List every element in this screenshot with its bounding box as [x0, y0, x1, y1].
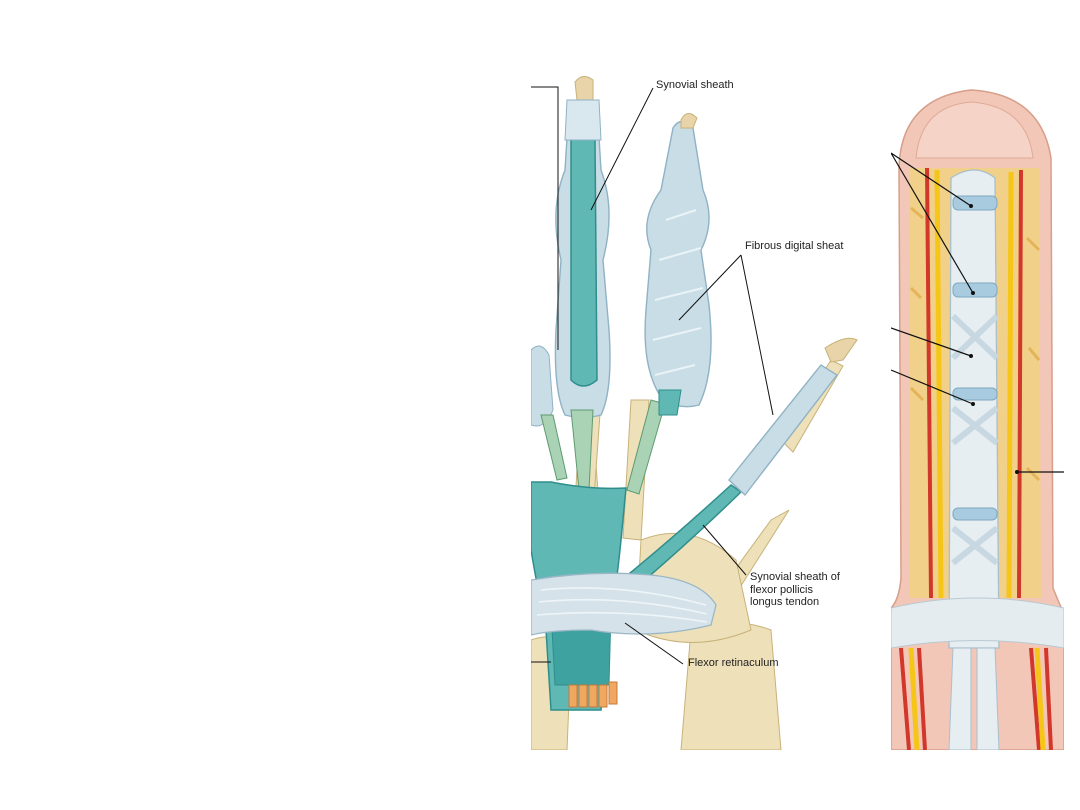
tendon-end: [578, 684, 588, 708]
right-artery: [1017, 169, 1023, 599]
tendon-end: [608, 681, 618, 705]
index-fibrous-sheath: [644, 120, 712, 408]
middle-synovial-sheath: [570, 135, 598, 387]
cruciform-pulleys: [950, 313, 1000, 566]
tendon-end: [598, 684, 608, 708]
nail-bed: [915, 101, 1034, 159]
label-flexor-retinaculum: Flexor retinaculum: [688, 657, 779, 669]
label-synovial-sheath-fpl: Synovial sheath of flexor pollicis longu…: [750, 571, 840, 608]
lower-vessels: [899, 647, 1053, 750]
leader-fpl: [702, 524, 747, 576]
tendon-end: [588, 684, 598, 708]
thumb-fibrous-sheath: [728, 364, 839, 497]
palmar-fibers: [891, 597, 1064, 649]
middle-distal-wrap: [564, 99, 602, 141]
pulleys: [952, 195, 998, 521]
label-fibrous-digital-sheath: Fibrous digital sheat: [745, 240, 844, 252]
tendon-end: [568, 684, 578, 708]
leader-fibrous-1: [678, 254, 742, 321]
leader-retinaculum: [624, 622, 684, 665]
right-nerve: [1006, 171, 1014, 599]
right-leader-lines: [891, 152, 1064, 473]
lower-nerves: [908, 647, 1046, 750]
leader-r4: [891, 369, 974, 405]
ring-finger-partial: [531, 345, 554, 427]
leader-r3: [891, 327, 972, 357]
annular-pulley: [952, 387, 998, 401]
index-sheath-end: [658, 389, 682, 416]
leader-r1: [891, 152, 972, 207]
index-fibrous-hatching: [652, 209, 704, 376]
label-synovial-sheath: Synovial sheath: [656, 79, 734, 91]
annular-pulley: [952, 195, 998, 211]
hand-drawing: [531, 76, 858, 750]
tendon-left: [540, 414, 568, 481]
left-nerve: [934, 169, 944, 599]
annular-pulley: [952, 507, 998, 521]
middle-fingertip: [574, 76, 594, 101]
retinaculum-fibers: [536, 587, 708, 623]
leader-left-bracket: [531, 86, 559, 350]
lower-tendons: [948, 647, 1000, 750]
fat-texture: [909, 206, 1041, 482]
leader-lines: [531, 86, 774, 665]
leader-synovial-sheath: [590, 87, 654, 211]
finger-drawing: [891, 89, 1064, 750]
leader-dots: [969, 204, 1019, 474]
left-artery: [925, 167, 933, 599]
thumb-tip: [824, 337, 858, 363]
finger-closeup-illustration: [891, 88, 1064, 750]
hand-sheath-illustration: Synovial sheath Fibrous digital sheat Sy…: [531, 70, 867, 750]
leader-r2: [891, 152, 974, 294]
tendon-middle: [570, 409, 594, 491]
annular-pulley: [952, 282, 998, 298]
index-fingertip: [680, 113, 698, 129]
leader-fibrous-2: [740, 254, 774, 416]
